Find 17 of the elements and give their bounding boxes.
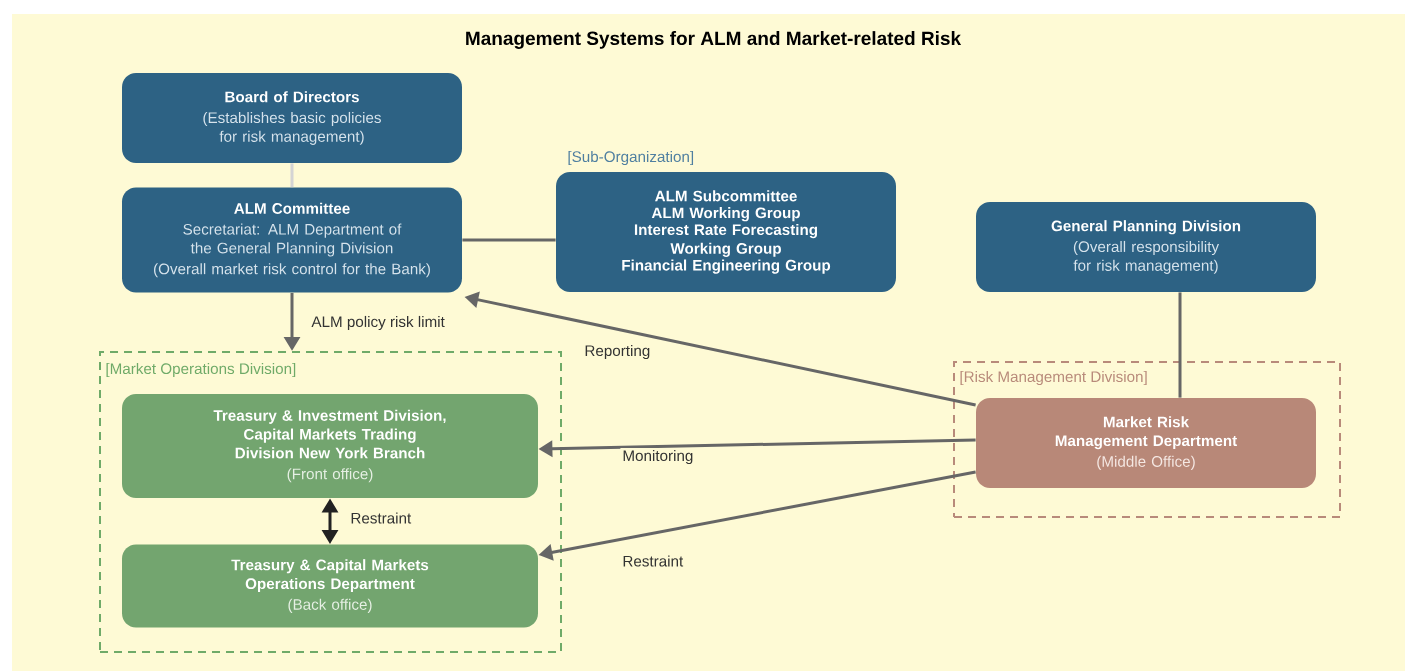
node-label: Interest Rate Forecasting Working Group: [634, 223, 818, 257]
org-box: General Planning Division (Overall responsibility for risk management): [976, 202, 1316, 292]
box-heading: [Sub-Organization]: [568, 150, 694, 166]
org-box: Market Risk Management Department (Middle Office): [976, 398, 1316, 488]
group-heading: [Risk Management Division]: [960, 370, 1147, 386]
title: Management Systems for ALM and Market-related Risk: [466, 31, 962, 49]
node-label: Financial Engineering Group: [622, 259, 831, 274]
edge-label: Restraint: [348, 510, 414, 526]
node-label: ALM Subcommittee: [655, 190, 797, 202]
org-box: Treasury & Investment Division, Capital Markets Trading Division New York Branch (Front office): [122, 394, 538, 498]
org-box: Treasury & Capital Markets Operations Department (Back office): [122, 544, 538, 628]
org-box: Board of Directors (Establishes basic policies for risk management): [122, 73, 462, 163]
node-label: ALM Working Group: [651, 207, 800, 222]
edge-label: Restraint: [620, 553, 686, 569]
group-heading: [Market Operations Division]: [106, 362, 296, 378]
org-box: ALM Committee Secretariat: ALM Department of the General Planning Division (Overall market risk control for the Bank): [122, 187, 462, 293]
org-box: ALM Subcommittee ALM Working Group Interest Rate Forecasting Working Group Financial Engineering Group: [556, 172, 896, 292]
